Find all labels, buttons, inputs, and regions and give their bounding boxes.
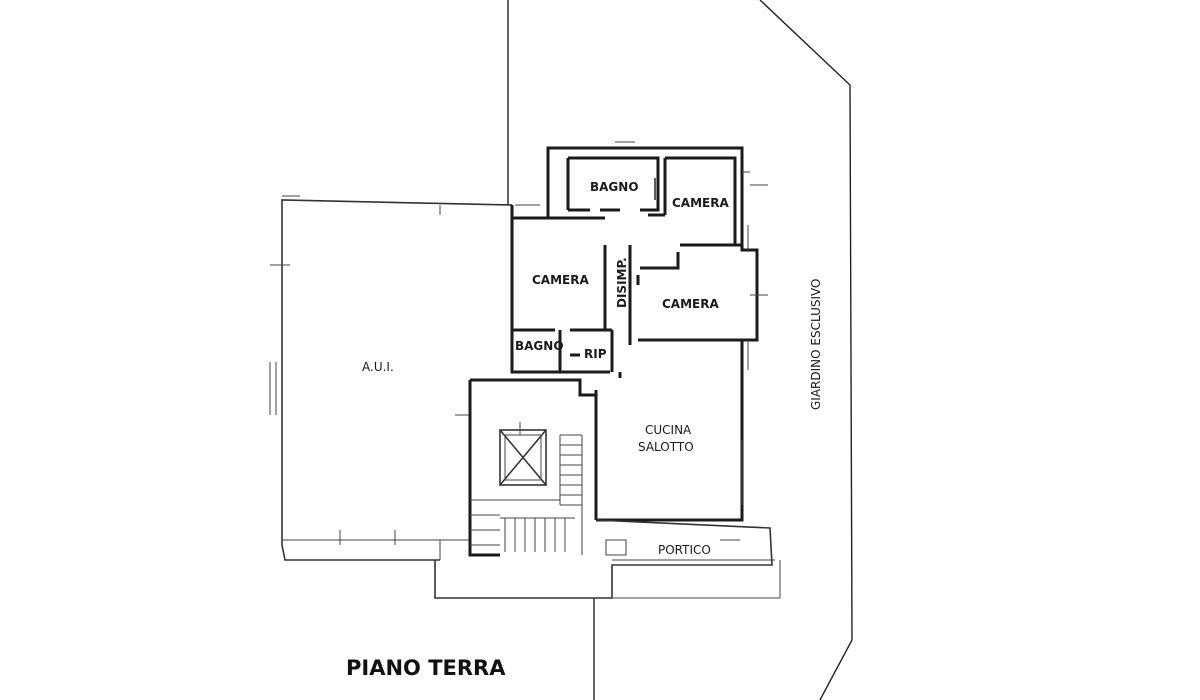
stair-core [468,378,596,557]
room-label-camera-left: CAMERA [532,273,589,287]
garden-label: GIARDINO ESCLUSIVO [809,279,823,410]
property-boundary [507,0,853,700]
room-label-aui: A.U.I. [362,360,394,374]
room-label-portico: PORTICO [658,543,711,557]
portico-area [434,519,781,599]
room-label-disimp: DISIMP. [615,257,629,308]
room-label-salotto: SALOTTO [638,440,694,454]
room-label-rip: RIP [584,347,607,361]
floor-title: PIANO TERRA [346,656,506,680]
room-label-cucina: CUCINA [645,423,692,437]
room-label-camera-mid-right: CAMERA [662,297,719,311]
room-label-bagno-small: BAGNO [515,339,564,353]
aui-area [269,195,513,561]
interior-walls [512,156,742,520]
room-label-bagno-top: BAGNO [590,180,639,194]
room-label-camera-top-right: CAMERA [672,196,729,210]
